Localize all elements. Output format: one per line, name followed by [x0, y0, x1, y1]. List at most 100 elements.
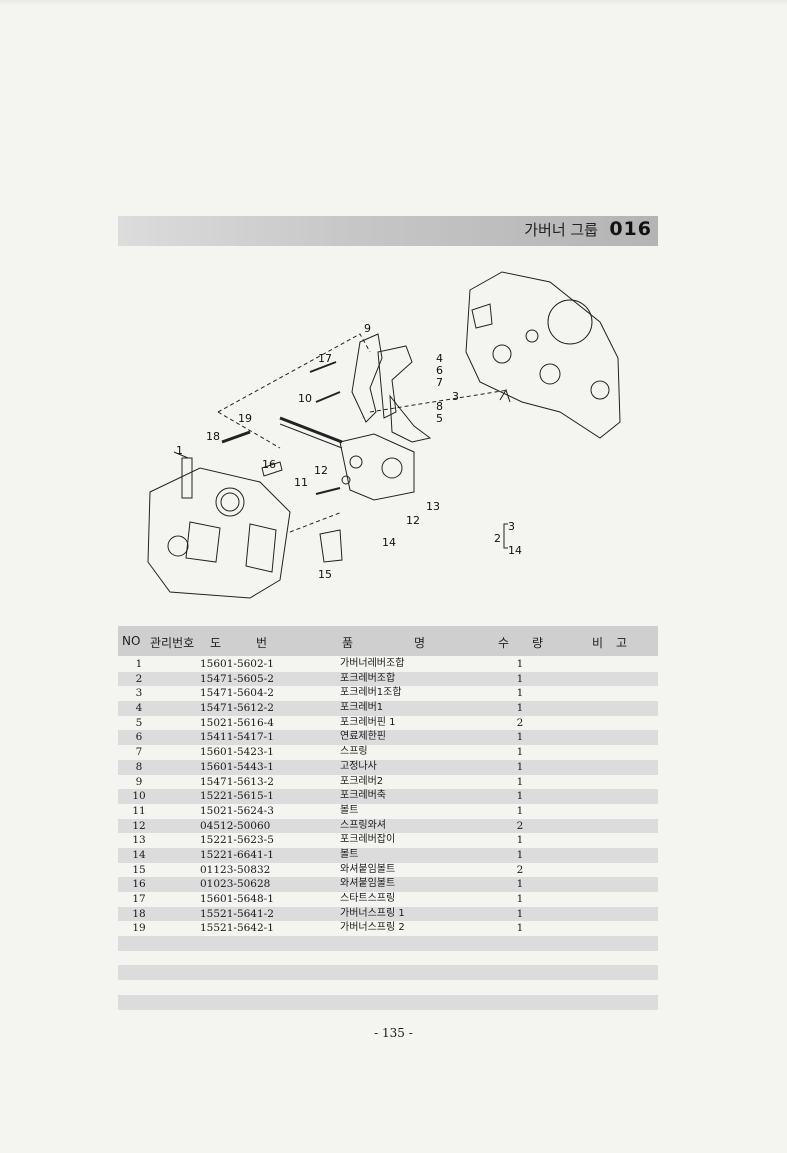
callout-4: 4 [436, 352, 443, 365]
part-no-cell: 15 [132, 863, 146, 876]
part-no-cell: 5 [135, 716, 143, 729]
inset-label-3: 3 [508, 520, 515, 533]
quantity-cell: 1 [516, 804, 524, 817]
callout-19: 19 [238, 412, 252, 425]
header-drawing: 도 [210, 636, 222, 650]
inset-label-14: 14 [508, 544, 522, 557]
table-row: 17 15601-5648-1 스타트스프링 1 [118, 892, 658, 907]
quantity-cell: 1 [516, 848, 524, 861]
part-name-cell: 와셔붙임볼트 [340, 863, 396, 875]
inset-label-2: 2 [494, 532, 501, 545]
blank-row [118, 936, 658, 951]
part-no-cell: 6 [135, 731, 143, 744]
part-number-cell: 15221-5623-5 [200, 834, 274, 847]
quantity-cell: 1 [516, 731, 524, 744]
part-number-cell: 15601-5423-1 [200, 746, 274, 759]
table-header: NO 관리번호 도 번 품 명 수 량 비 고 [118, 626, 658, 656]
quantity-cell: 1 [516, 672, 524, 685]
part-name-cell: 와셔붙임볼트 [340, 878, 396, 890]
callout-5: 5 [436, 412, 443, 425]
part-number-cell: 15021-5616-4 [200, 716, 274, 729]
header-item: 품 [342, 636, 354, 650]
part-name-cell: 스프링 [340, 746, 368, 758]
header-remark-b: 고 [616, 636, 628, 650]
part-no-cell: 4 [135, 702, 143, 715]
part-no-cell: 12 [132, 819, 146, 832]
header-name: 명 [414, 636, 426, 650]
quantity-cell: 1 [516, 907, 524, 920]
part-number-cell: 15471-5604-2 [200, 687, 274, 700]
quantity-cell: 2 [516, 716, 524, 729]
callout-1: 1 [176, 444, 183, 457]
section-header: 가버너 그룹 016 [118, 216, 658, 246]
quantity-cell: 1 [516, 834, 524, 847]
part-no-cell: 3 [135, 687, 143, 700]
page-number: - 135 - [374, 1026, 413, 1040]
header-qty-a: 수 [498, 636, 510, 650]
part-name-cell: 볼트 [340, 848, 359, 860]
part-name-cell: 포크레버1 [340, 702, 384, 714]
header-no: NO [122, 634, 141, 648]
header-qty-b: 량 [532, 636, 544, 650]
blank-row [118, 951, 658, 966]
part-name-cell: 스타트스프링 [340, 893, 396, 904]
part-number-cell: 15021-5624-3 [200, 804, 274, 817]
exploded-parts-diagram: 1 6 4 3 7 8 5 9 10 11 12 12 13 14 15 16 … [130, 262, 650, 602]
header-mgmt-no: 관리번호 [150, 636, 195, 650]
part-number-cell: 15601-5648-1 [200, 893, 274, 905]
part-number-cell: 15471-5605-2 [200, 672, 274, 685]
part-name-cell: 포크레버핀 1 [340, 716, 396, 728]
callout-10: 10 [298, 392, 312, 405]
quantity-cell: 1 [516, 702, 524, 715]
part-number-cell: 15221-6641-1 [200, 848, 274, 861]
quantity-cell: 2 [516, 819, 524, 832]
part-name-cell: 포크레버잡이 [340, 834, 396, 846]
quantity-cell: 1 [516, 893, 524, 905]
part-no-cell: 14 [132, 848, 146, 861]
part-no-cell: 1 [135, 658, 143, 670]
table-row: 5 15021-5616-4 포크레버핀 1 2 [118, 716, 658, 731]
callout-9: 9 [364, 322, 371, 335]
part-name-cell: 가버너레버조합 [340, 658, 405, 669]
part-number-cell: 01123-50832 [200, 863, 271, 876]
part-number-cell: 15601-5443-1 [200, 760, 274, 773]
part-number-cell: 15601-5602-1 [200, 658, 274, 670]
quantity-cell: 1 [516, 790, 524, 803]
part-no-cell: 17 [132, 893, 146, 905]
callout-6: 6 [436, 364, 443, 377]
blank-row [118, 980, 658, 995]
quantity-cell: 1 [516, 775, 524, 788]
callout-8: 8 [436, 400, 443, 413]
part-number-cell: 15521-5642-1 [200, 922, 274, 935]
callout-11: 11 [294, 476, 308, 489]
callout-13: 13 [426, 500, 440, 513]
part-no-cell: 18 [132, 907, 146, 920]
part-name-cell: 스프링와셔 [340, 819, 386, 831]
part-name-cell: 볼트 [340, 804, 359, 816]
section-code: 016 [609, 218, 652, 240]
part-name-cell: 가버너스프링 2 [340, 922, 405, 934]
part-number-cell: 15221-5615-1 [200, 790, 274, 803]
callout-3: 3 [452, 390, 459, 403]
blank-row [118, 965, 658, 981]
part-name-cell: 포크레버축 [340, 790, 386, 802]
part-name-cell: 포크레버1조합 [340, 687, 402, 699]
part-number-cell: 15471-5613-2 [200, 775, 274, 788]
part-name-cell: 고정나사 [340, 760, 377, 772]
part-name-cell: 포크레버조합 [340, 672, 396, 684]
callout-16: 16 [262, 458, 276, 471]
callout-12b: 12 [406, 514, 420, 527]
